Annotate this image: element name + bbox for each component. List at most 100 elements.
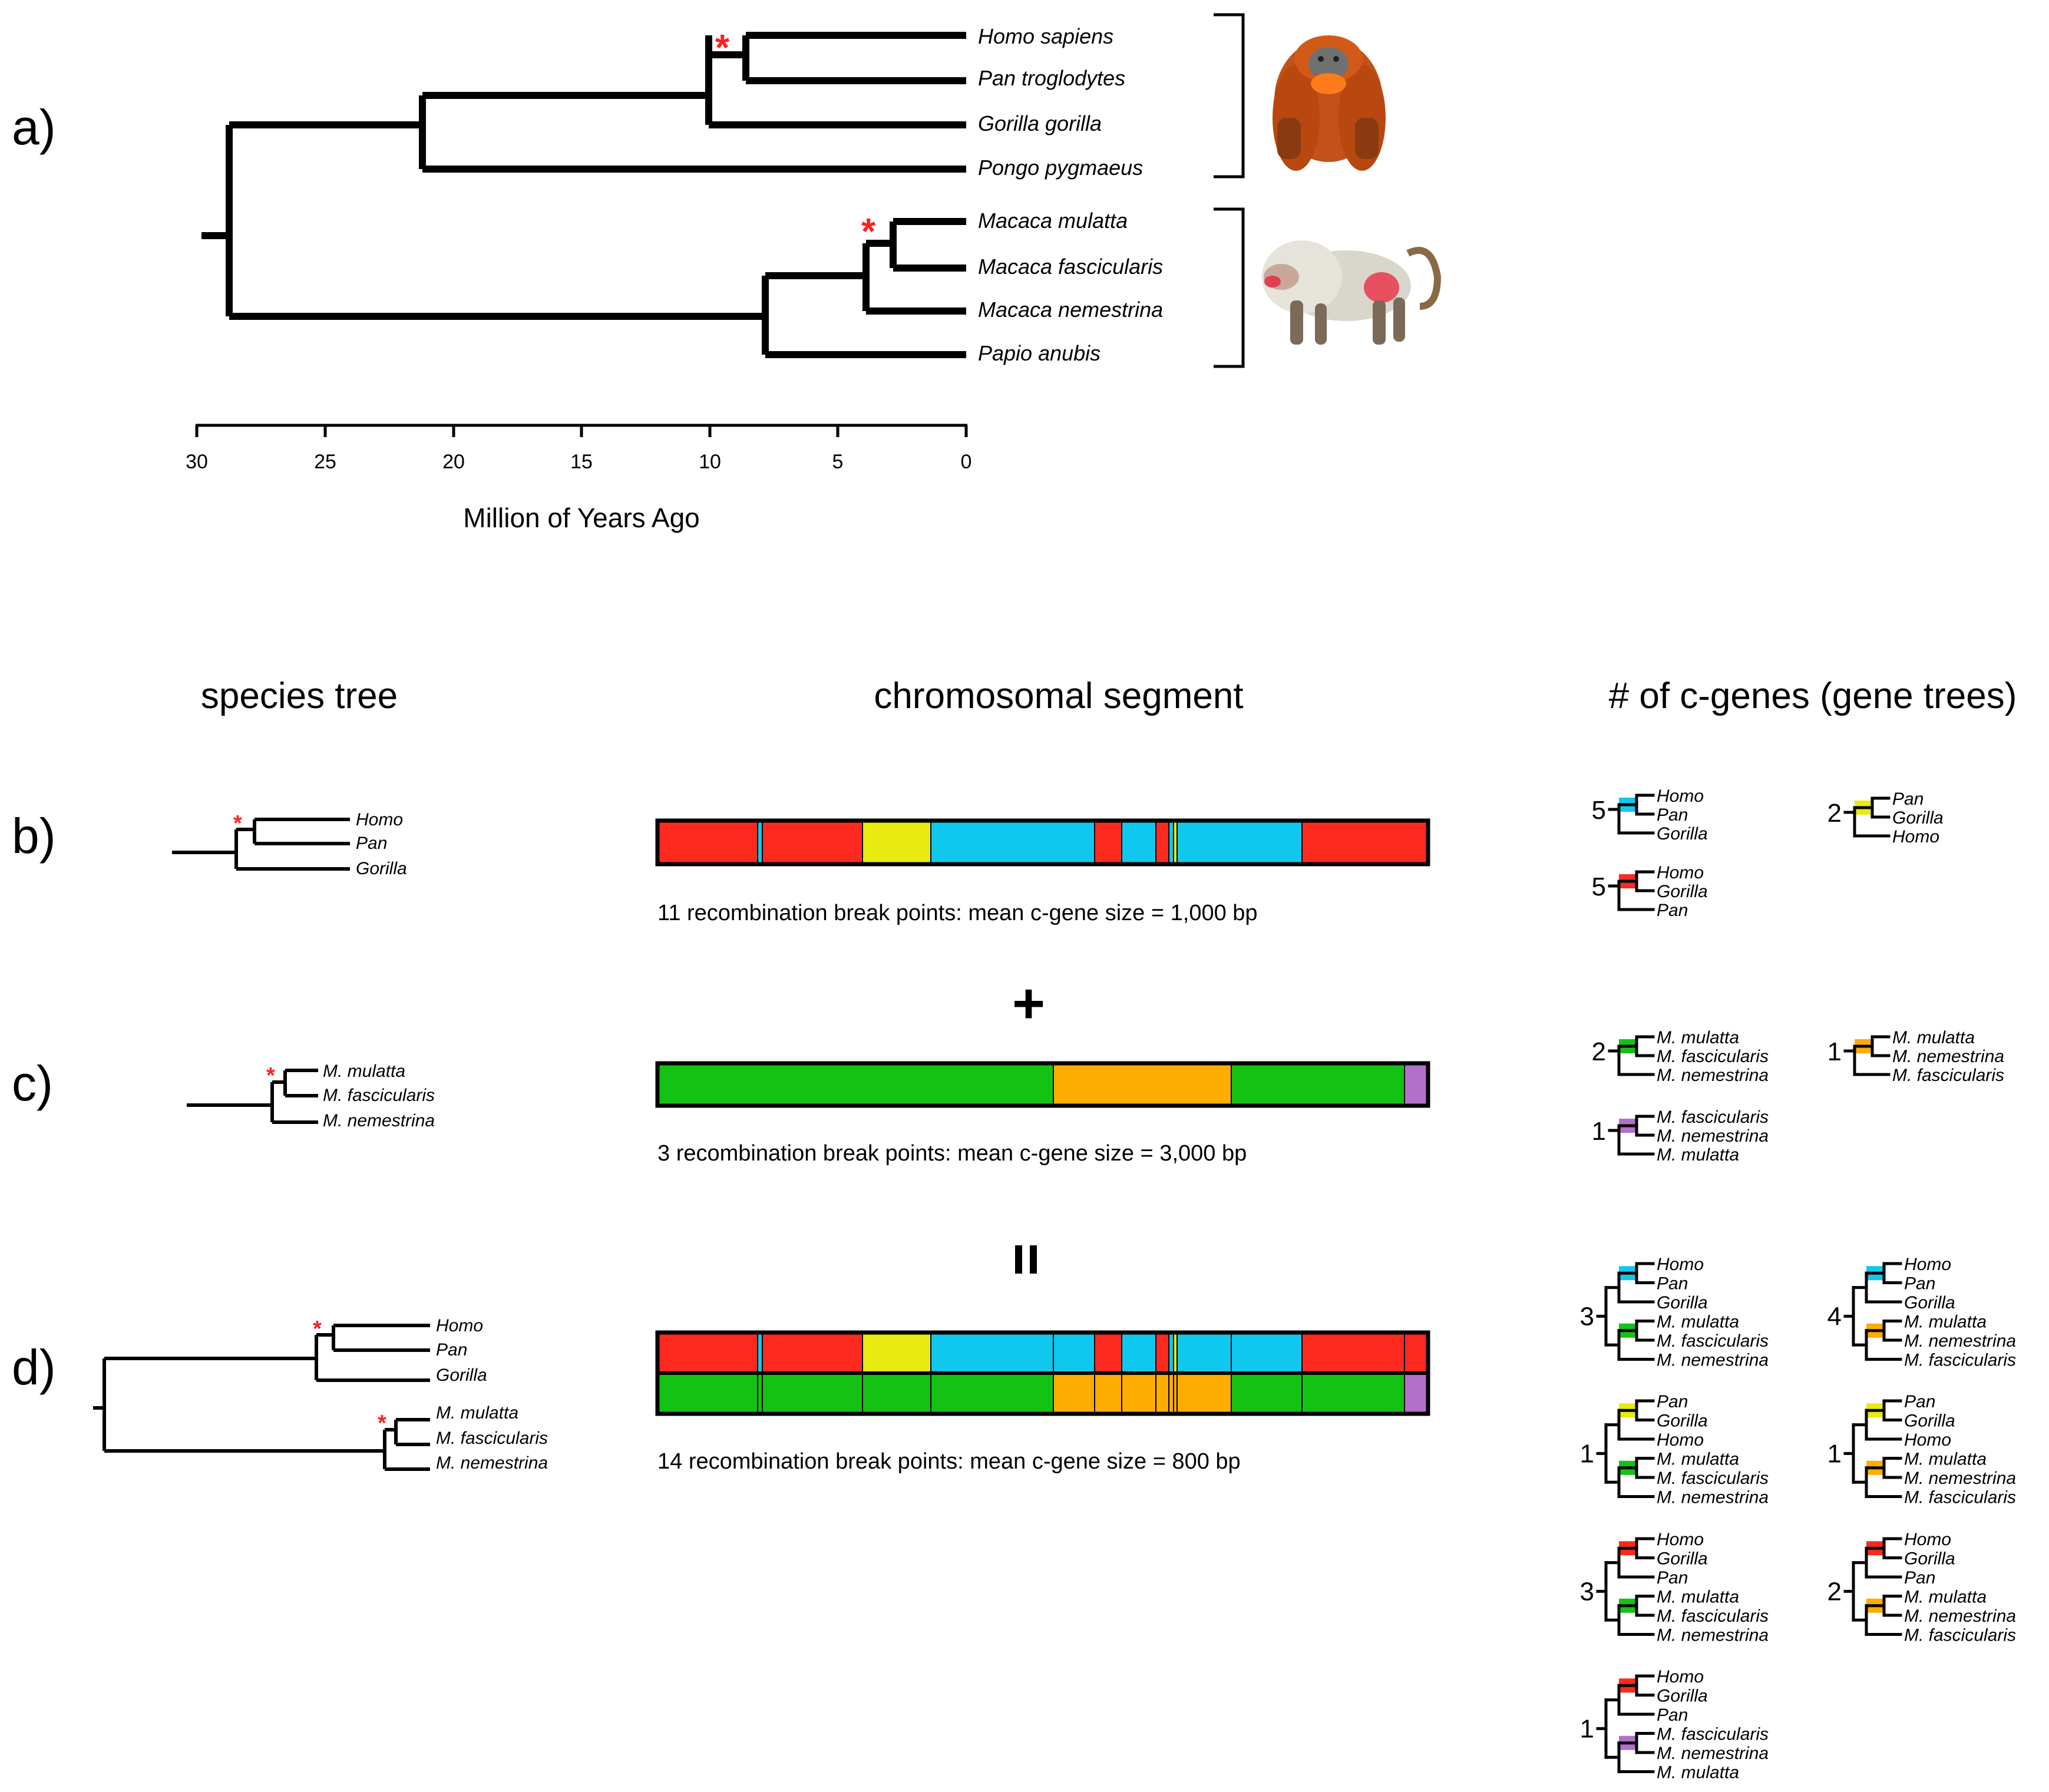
panel-a-tree (201, 32, 966, 358)
segment-red (762, 821, 862, 864)
taxon-label: M. mulatta (323, 1062, 405, 1081)
panel-label-a: a) (12, 100, 56, 155)
gene-tree-taxon-label: M. nemestrina (1657, 1351, 1769, 1370)
gene-tree-taxon-label: M. mulatta (1657, 1763, 1739, 1783)
star-marker: * (233, 811, 242, 836)
bracket-monkeys (1214, 207, 1245, 368)
segment-red (1095, 821, 1122, 864)
gene-tree-taxon-label: M. nemestrina (1904, 1469, 2016, 1488)
gene-tree-taxon-label: M. nemestrina (1657, 1488, 1769, 1507)
segment-cyan (1169, 821, 1174, 864)
gene-tree-taxon-label: Homo (1657, 1430, 1704, 1450)
bracket-apes (1214, 13, 1245, 178)
segment-purple (1404, 1063, 1428, 1106)
taxon-label: Homo (436, 1316, 483, 1335)
gene-tree-count: 3 (1580, 1577, 1594, 1606)
gene-tree-count: 1 (1827, 1439, 1842, 1468)
segment-cyan (1177, 821, 1302, 864)
star-marker: * (313, 1317, 322, 1341)
gene-tree-taxon-label: Gorilla (1657, 824, 1708, 844)
taxon-label: M. nemestrina (436, 1453, 548, 1473)
gene-tree-taxon-label: Gorilla (1657, 882, 1708, 901)
chromosome-row-top (657, 1333, 1428, 1372)
gene-tree-taxon-label: M. fascicularis (1657, 1331, 1769, 1351)
gene-tree-count: 5 (1592, 872, 1606, 901)
gene-tree-taxon-label: Gorilla (1904, 1411, 1955, 1431)
gene-tree-taxon-label: Homo (1892, 827, 1939, 847)
taxon-label: Macaca nemestrina (978, 297, 1163, 322)
gene-tree-taxon-label: Pan (1657, 901, 1688, 920)
header-gene-trees: # of c-genes (gene trees) (1609, 676, 2017, 716)
segment-red (1302, 821, 1428, 864)
species-tree-b (172, 818, 350, 871)
gene-tree-count: 1 (1827, 1037, 1842, 1066)
segment-cyan (931, 821, 1095, 864)
gene-tree-taxon-label: Pan (1657, 1568, 1688, 1588)
gene-tree-taxon-label: Pan (1657, 1274, 1688, 1294)
taxon-label: Macaca mulatta (978, 209, 1128, 233)
gene-tree-taxon-label: M. fascicularis (1657, 1469, 1769, 1488)
gene-tree-count: 2 (1827, 799, 1842, 828)
gene-tree-taxon-label: Homo (1657, 1667, 1704, 1687)
gene-tree-taxon-label: M. fascicularis (1892, 1066, 2004, 1085)
gene-tree-taxon-label: Homo (1904, 1530, 1951, 1549)
gene-tree-taxon-label: Homo (1657, 786, 1704, 806)
gene-tree-taxon-label: Pan (1657, 1705, 1688, 1725)
gene-tree-taxon-label: M. nemestrina (1892, 1047, 2004, 1066)
gene-tree-count: 1 (1580, 1714, 1594, 1743)
segment-green (1231, 1063, 1404, 1106)
taxon-label: Gorilla (356, 859, 407, 878)
gene-tree-taxon-label: Homo (1657, 1530, 1704, 1549)
gene-tree-taxon-label: M. fascicularis (1657, 1107, 1769, 1127)
time-axis: 30 25 20 15 10 5 0 Million of Years Ago (186, 424, 971, 533)
segment-cyan (758, 821, 762, 864)
axis-tick-label: 5 (832, 451, 844, 473)
gene-tree-taxon-label: M. mulatta (1657, 1028, 1739, 1047)
orangutan-illustration (1273, 35, 1386, 171)
chromosome-row-bottom (657, 1374, 1428, 1414)
segment-red (1156, 821, 1169, 864)
panel-label-c: c) (12, 1056, 53, 1111)
gene-tree-taxon-label: Gorilla (1892, 808, 1944, 828)
gene-tree-taxon-label: M. fascicularis (1657, 1047, 1769, 1066)
gene-tree-taxon-label: Homo (1657, 1255, 1704, 1274)
gene-tree-taxon-label: M. fascicularis (1657, 1725, 1769, 1744)
gene-tree-count: 4 (1827, 1302, 1842, 1331)
segment-orange (1053, 1063, 1231, 1106)
axis-title: Million of Years Ago (463, 502, 700, 533)
gene-tree-count: 1 (1580, 1439, 1594, 1468)
star-marker: * (861, 211, 876, 252)
taxon-label: M. mulatta (436, 1403, 518, 1423)
gene-tree-taxon-label: M. nemestrina (1657, 1626, 1769, 1645)
gene-tree-taxon-label: Pan (1892, 789, 1924, 809)
taxon-label: Pongo pygmaeus (978, 156, 1143, 180)
gene-tree-taxon-label: M. fascicularis (1657, 1606, 1769, 1626)
header-species-tree: species tree (201, 676, 398, 716)
gene-tree-taxon-label: Gorilla (1657, 1293, 1708, 1312)
gene-tree-count: 2 (1827, 1577, 1842, 1606)
plus-operator: + (1012, 972, 1045, 1035)
gene-tree-taxon-label: M. mulatta (1904, 1450, 1987, 1469)
chromosome-bar-d (655, 1330, 1430, 1416)
gene-tree-taxon-label: Pan (1657, 1392, 1688, 1411)
taxon-label: Gorilla (436, 1366, 487, 1385)
gene-tree-count: 2 (1592, 1037, 1606, 1066)
gene-tree-taxon-label: M. mulatta (1657, 1312, 1739, 1332)
gene-tree-taxon-label: M. nemestrina (1657, 1744, 1769, 1763)
taxon-label: Papio anubis (978, 341, 1100, 365)
segment-yellow (1174, 821, 1177, 864)
star-marker: * (378, 1411, 386, 1436)
